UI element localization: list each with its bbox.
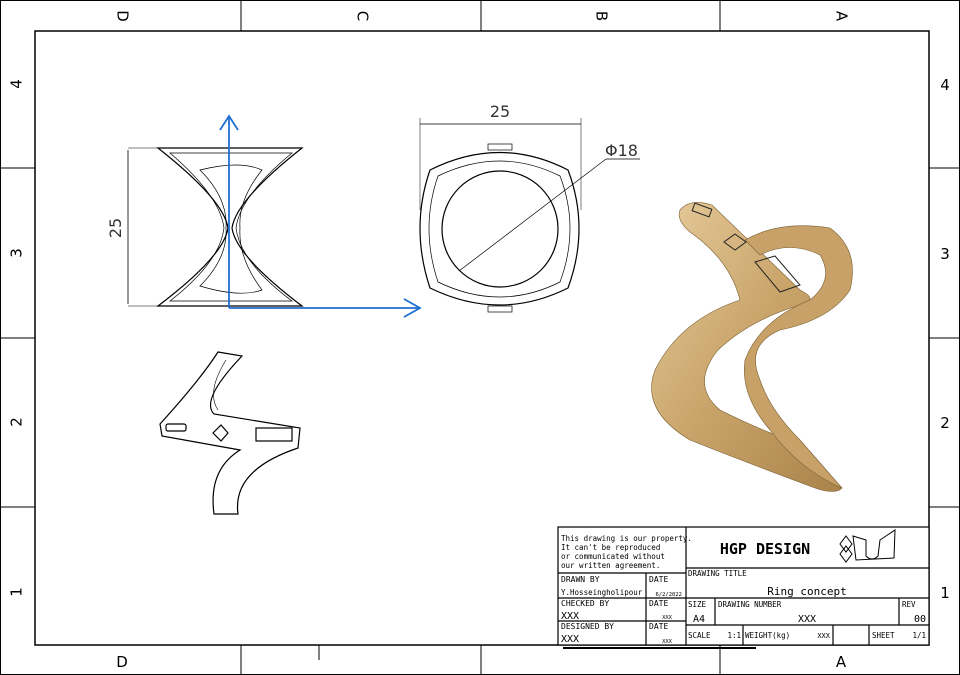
zone-left-3: 3: [8, 248, 26, 258]
top-view: [159, 351, 301, 515]
title-block: This drawing is our property. It can't b…: [557, 526, 930, 649]
side-view: [419, 118, 640, 313]
checked-by-label: CHECKED BY: [561, 599, 609, 608]
drawn-by-value: Y.Hosseingholipour: [561, 588, 643, 597]
weight-value: XXX: [817, 632, 830, 640]
height-dimension: 25: [106, 218, 125, 238]
drawing-title-label: DRAWING TITLE: [688, 569, 747, 578]
zone-labels: D C B A D A 4 3 2 1 4 3 2 1: [8, 10, 950, 671]
ring-3d-render: [651, 202, 853, 492]
notice-line-2: It can't be reproduced: [561, 543, 660, 552]
zone-bottom-a: A: [836, 653, 847, 671]
notice-line-1: This drawing is our property.: [561, 534, 692, 543]
size-label: SIZE: [688, 600, 707, 609]
checked-by-value: XXX: [561, 611, 579, 622]
drawing-title-value: Ring concept: [767, 585, 846, 598]
drawn-by-label: DRAWN BY: [561, 575, 600, 584]
scale-label: SCALE: [688, 631, 711, 640]
designed-date-label: DATE: [649, 622, 668, 631]
zone-top-a: A: [833, 11, 851, 22]
zone-right-2: 2: [940, 414, 950, 432]
width-dimension: 25: [490, 102, 510, 121]
scale-value: 1:1: [727, 631, 741, 640]
zone-right-1: 1: [940, 584, 950, 602]
designed-by-value: XXX: [561, 634, 579, 645]
rev-label: REV: [902, 600, 916, 609]
zone-left-4: 4: [8, 79, 26, 89]
zone-top-d: D: [114, 10, 132, 22]
zone-left-1: 1: [8, 587, 26, 597]
sheet-value: 1/1: [912, 631, 926, 640]
coordinate-axes: [219, 114, 422, 318]
checked-date-value: XXX: [662, 615, 673, 621]
notice-line-3: or communicated without: [561, 552, 665, 561]
zone-left-2: 2: [8, 417, 26, 427]
size-value: A4: [693, 614, 705, 625]
zone-top-c: C: [354, 11, 372, 21]
checked-date-label: DATE: [649, 599, 668, 608]
zone-bottom-d: D: [116, 653, 128, 671]
designed-date-value: XXX: [662, 639, 673, 645]
weight-label: WEIGHT(kg): [745, 631, 790, 640]
drawn-date-label: DATE: [649, 575, 668, 584]
zone-right-4: 4: [940, 76, 950, 94]
company-name: HGP DESIGN: [720, 540, 810, 558]
zone-right-3: 3: [940, 245, 950, 263]
drawing-number-label: DRAWING NUMBER: [718, 600, 782, 609]
rev-value: 00: [914, 614, 926, 625]
company-logo-icon: [839, 529, 896, 563]
sheet-label: SHEET: [872, 631, 895, 640]
notice-line-4: our written agreement.: [561, 561, 660, 570]
diameter-dimension: Φ18: [605, 141, 638, 160]
designed-by-label: DESIGNED BY: [561, 622, 614, 631]
drawing-number-value: XXX: [798, 614, 816, 625]
drawn-date-value: 6/2/2022: [656, 592, 683, 598]
zone-top-b: B: [593, 11, 611, 21]
front-view: [127, 147, 304, 307]
